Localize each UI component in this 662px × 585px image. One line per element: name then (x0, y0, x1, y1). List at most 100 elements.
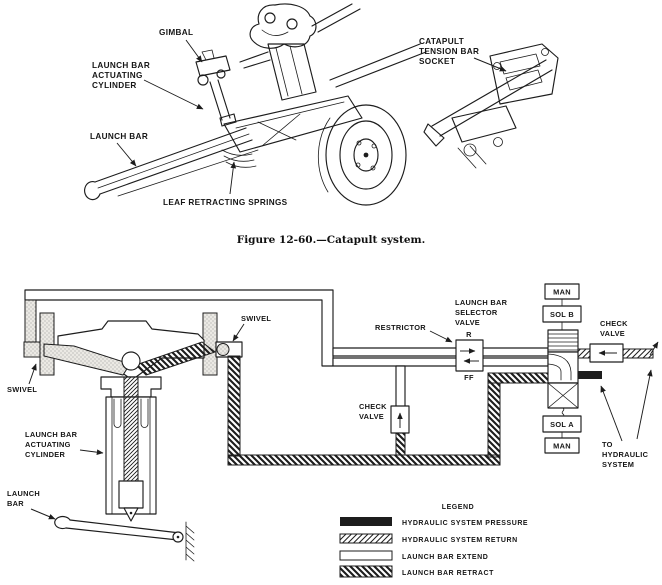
pipe-retract-to-valve (487, 372, 549, 384)
leader-swivel-right (232, 323, 245, 342)
label-sch-bar-1: LAUNCH (7, 489, 40, 498)
socket-bolt (541, 48, 549, 56)
yoke-band-extend (43, 343, 131, 376)
cylinder-cap (219, 113, 237, 127)
valve-spring-section (547, 329, 579, 353)
tension-bar-end (423, 123, 445, 147)
figure-caption: Figure 12-60.—Catapult system. (237, 234, 426, 246)
legend-swatch-return (339, 533, 393, 544)
cylinder-walls (111, 396, 151, 515)
shock-strut (267, 43, 317, 101)
launch-bar (94, 127, 253, 195)
leader-swivel-left (28, 363, 37, 385)
pipe-retract-riser (487, 382, 501, 458)
schematic-launch-bar (65, 519, 181, 541)
label-selector-2: SELECTOR (455, 308, 498, 317)
legend-label-return: HYDRAULIC SYSTEM RETURN (402, 537, 518, 544)
gimbal-pivot (216, 69, 226, 79)
legend: LEGEND HYDRAULIC SYSTEM PRESSURE HYDRAUL… (339, 504, 528, 578)
label-sch-cyl-3: CYLINDER (25, 450, 66, 459)
leader-arrow-launch-bar (116, 142, 137, 167)
label-to-system-1: TO (602, 440, 613, 449)
shock-strut-lines (275, 45, 303, 97)
gimbal-center-pivot (121, 351, 141, 371)
launch-bar-line (97, 133, 250, 189)
pipe-return-a (577, 348, 591, 359)
sol-a-label: SOL A (550, 420, 574, 429)
label-cylinder-1: LAUNCH BAR (92, 61, 150, 70)
return-outlet-arrow-icon (649, 341, 659, 356)
hub-bolt (371, 143, 377, 149)
legend-label-pressure: HYDRAULIC SYSTEM PRESSURE (402, 520, 528, 527)
valve-flow-path (547, 353, 572, 381)
launch-bar-lower (117, 149, 259, 197)
tension-bar-socket-assembly (423, 43, 559, 169)
piston (118, 480, 144, 509)
strut-detail (286, 18, 298, 30)
pipe-extend-upper (332, 347, 549, 357)
socket-detail (499, 53, 543, 91)
pipe-left-vertical (24, 299, 37, 345)
frame (223, 95, 363, 153)
valve-spring-lines (547, 333, 579, 351)
legend-swatch-extend (339, 550, 393, 561)
tire (325, 104, 407, 206)
clevis-pin (129, 511, 133, 515)
pipe-retract-down (227, 355, 241, 457)
piston-rod (123, 376, 139, 482)
schematic-bar-hook (54, 515, 71, 530)
restrictor-ff-label: FF (464, 373, 474, 382)
leader-arrow-socket (473, 57, 507, 72)
hydraulic-schematic: MAN SOL B SOL A MAN R FF SWIVEL SWIVEL R… (7, 283, 659, 578)
pipe-return-b (622, 348, 654, 359)
label-check-mid-2: VALVE (359, 412, 384, 421)
swivel-right-ball (216, 343, 230, 356)
hub-bolt (355, 162, 361, 168)
tension-bar (431, 59, 553, 137)
label-check-mid-1: CHECK (359, 402, 387, 411)
socket-lower-lines (457, 145, 487, 169)
leader-to-system-pressure (600, 385, 623, 442)
bar-pivot-pin (176, 535, 180, 539)
valve-flow-section (547, 351, 579, 384)
pipe-extend-branch (395, 365, 406, 408)
man-top-label: MAN (553, 288, 571, 297)
leader-to-system-return (636, 369, 653, 440)
wheel-back-edge (317, 117, 331, 193)
socket-link (451, 105, 517, 143)
restrictor-box (455, 339, 484, 372)
actuating-cylinder (209, 79, 231, 121)
leader-arrow-gimbal (185, 39, 203, 63)
socket-pin (493, 137, 503, 147)
label-socket-2: TENSION BAR (419, 47, 479, 56)
leader-sch-cylinder (79, 449, 104, 456)
pipe-retract-bottom (227, 454, 501, 466)
cylinder-spring-slots (113, 398, 149, 428)
socket-pin (463, 143, 477, 157)
wheel-rim (339, 120, 393, 190)
label-restrictor: RESTRICTOR (375, 323, 426, 332)
socket-body (489, 43, 559, 105)
label-check-right-1: CHECK (600, 319, 628, 328)
legend-swatch-retract (339, 565, 393, 578)
label-leaf-springs: LEAF RETRACTING SPRINGS (163, 198, 288, 207)
gimbal-pivot (197, 74, 209, 86)
strut-detail (264, 12, 276, 24)
label-check-right-2: VALVE (600, 329, 625, 338)
pipe-extend-lower (332, 357, 549, 367)
axle (363, 152, 369, 158)
label-selector-3: VALVE (455, 318, 480, 327)
pipe-pressure (578, 371, 602, 379)
drag-brace (329, 43, 427, 88)
gimbal-part (195, 55, 231, 77)
label-sch-bar-2: BAR (7, 499, 24, 508)
label-gimbal: GIMBAL (159, 28, 193, 37)
drag-brace (311, 3, 361, 33)
label-to-system-2: HYDRAULIC (602, 450, 649, 459)
strut-head-outline (249, 3, 317, 49)
label-cylinder-3: CYLINDER (92, 81, 137, 90)
rod-clevis (123, 507, 139, 522)
legend-title: LEGEND (442, 504, 474, 511)
